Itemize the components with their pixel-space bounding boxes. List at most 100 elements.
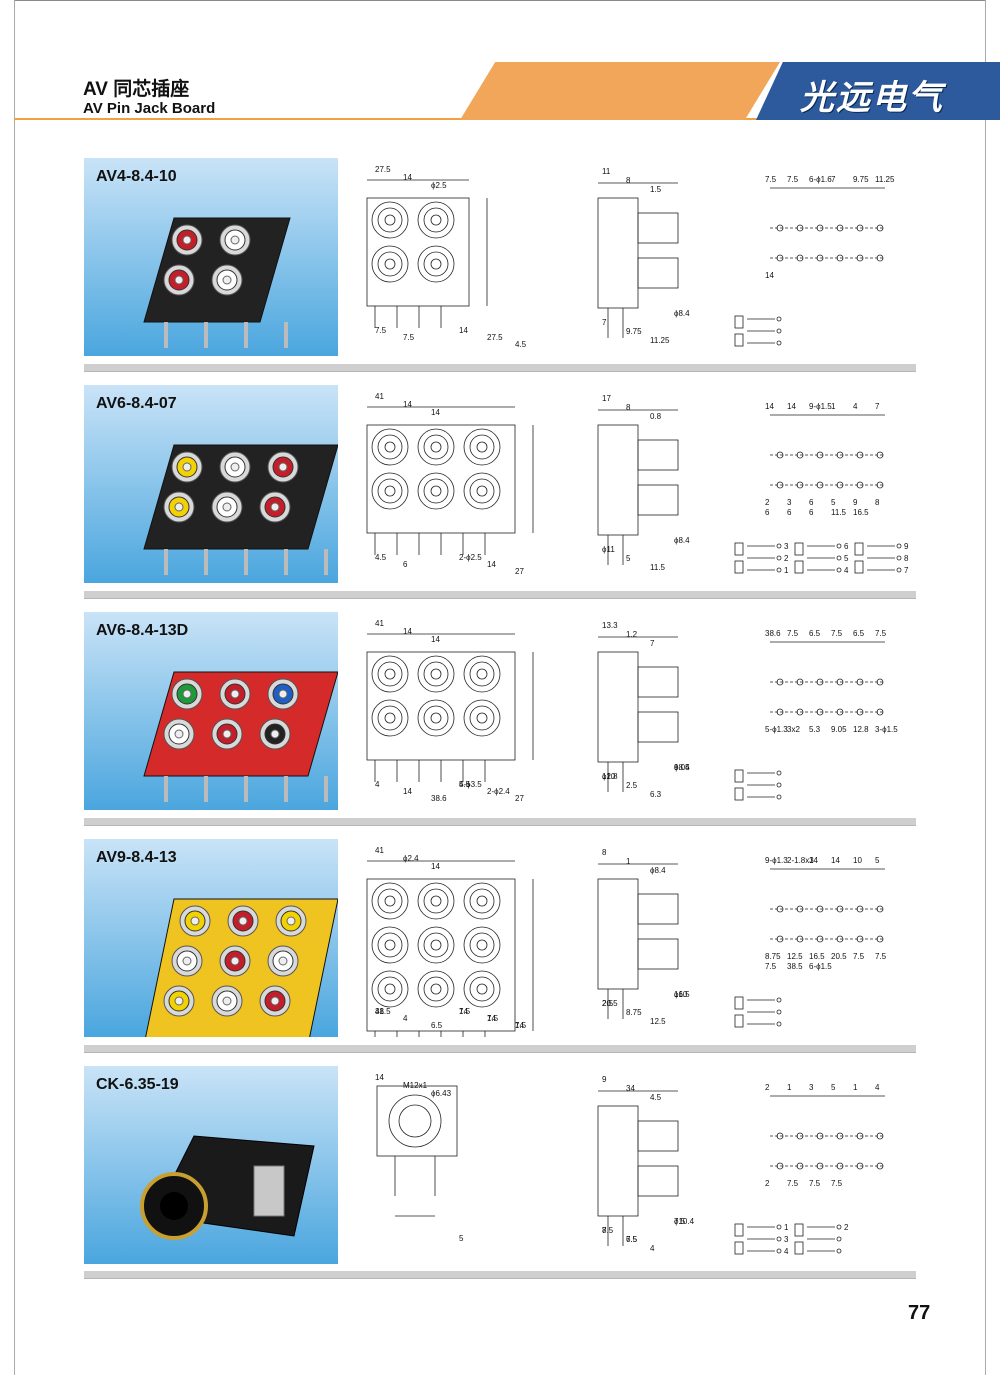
dimension-label: 4	[650, 1244, 655, 1253]
product-model-name: AV6-8.4-13D	[96, 622, 189, 639]
rca-jack-pin	[238, 916, 248, 926]
pcb-hole	[836, 935, 844, 943]
jack-center	[430, 258, 442, 270]
rca-jack-pin	[286, 916, 296, 926]
dimension-label: 12.5	[787, 952, 803, 961]
dimension-label: 8	[626, 176, 631, 185]
pcb-hole	[876, 481, 884, 489]
dimension-label: 7.5	[602, 1226, 614, 1235]
pcb-hole	[816, 481, 824, 489]
dimension-label: 20.5	[831, 952, 847, 961]
pcb-hole	[876, 1162, 884, 1170]
dimension-label: 16.5	[853, 508, 869, 517]
rca-jack-pin	[174, 996, 184, 1006]
dimension-label: 0.8	[650, 412, 662, 421]
jack-outline	[417, 882, 455, 920]
dimension-label: 8	[602, 1226, 607, 1235]
dimension-label: 1	[787, 1083, 792, 1092]
jack-center	[384, 214, 396, 226]
rca-jack-pin	[222, 502, 232, 512]
jack-outline	[463, 970, 501, 1008]
dimension-label: 6.3	[650, 790, 662, 799]
dimension-label: 7	[602, 318, 607, 327]
schematic-pin-number: 7	[904, 566, 909, 575]
row-separator	[84, 818, 916, 826]
dimension-label: 7.5	[626, 1235, 638, 1244]
brand-logo: 光远电气	[800, 78, 944, 118]
schematic-terminal	[836, 567, 842, 573]
dimension-label: ϕ8.4	[674, 536, 690, 545]
rca-jack-pin	[174, 729, 184, 739]
pcb-hole	[816, 224, 824, 232]
pcb-hole	[856, 1162, 864, 1170]
pcb-hole	[836, 1132, 844, 1140]
schematic-terminal	[776, 1224, 782, 1230]
jack-center	[476, 895, 488, 907]
schematic-pin-number: 4	[784, 1247, 789, 1256]
dimension-label: 14	[403, 173, 412, 182]
dimension-label: 4.5	[650, 1093, 662, 1102]
schematic-pin-number: 9	[904, 542, 909, 551]
schematic-contact	[794, 542, 804, 556]
pcb-hole	[776, 451, 784, 459]
catalog-title-en: AV Pin Jack Board	[83, 100, 216, 117]
dimension-label: 6.5	[431, 1021, 443, 1030]
side-jack-barrel	[637, 1165, 679, 1197]
dimension-label: 6	[809, 508, 814, 517]
schematic-contact	[734, 1223, 744, 1237]
pcb-hole	[836, 1162, 844, 1170]
dimension-label: 7.5	[831, 629, 843, 638]
rca-jack-pin	[278, 689, 288, 699]
dimension-label: 7.5	[765, 175, 777, 184]
pcb-hole	[776, 905, 784, 913]
jack-center	[476, 939, 488, 951]
pcb-hole	[856, 224, 864, 232]
dimension-label: 3	[809, 1083, 814, 1092]
jack-center	[430, 441, 442, 453]
dimension-label: 8	[602, 848, 607, 857]
dimension-label: 14	[459, 326, 468, 335]
title-underline	[14, 118, 774, 120]
jack-center	[384, 258, 396, 270]
dimension-label: 7.5	[487, 1014, 499, 1023]
solder-pin	[204, 776, 208, 802]
schematic-terminal	[776, 997, 782, 1003]
schematic-terminal	[836, 555, 842, 561]
jack-bore	[469, 478, 495, 504]
page-frame-left	[14, 0, 15, 1375]
side-housing	[597, 651, 639, 763]
dimension-label: 2-1.8x3	[787, 856, 814, 865]
dimension-label: 2.5	[602, 999, 614, 1008]
dimension-label: 1	[853, 1083, 858, 1092]
schematic-terminal	[776, 1021, 782, 1027]
schematic-contact	[854, 542, 864, 556]
dimension-label: 11.5	[650, 563, 666, 572]
jack-outline	[417, 699, 455, 737]
dimension-label: ϕ2.5	[431, 181, 447, 190]
pcb-hole	[816, 678, 824, 686]
pcb-hole	[796, 708, 804, 716]
jack-outline	[463, 428, 501, 466]
schematic-contact	[734, 1241, 744, 1255]
pcb-hole	[776, 678, 784, 686]
product-photo	[143, 671, 338, 802]
dimension-label: 9.05	[674, 763, 690, 772]
dimension-label: 13.3	[602, 621, 618, 630]
dimension-label: 2.5	[626, 781, 638, 790]
solder-pin	[244, 776, 248, 802]
dimension-label: ϕ10	[674, 990, 688, 999]
pcb-hole	[856, 935, 864, 943]
schematic-contact	[794, 1223, 804, 1237]
side-jack-barrel	[637, 484, 679, 516]
jack-center	[476, 983, 488, 995]
pcb-hole	[816, 905, 824, 913]
pcb-hole	[836, 254, 844, 262]
schematic-terminal	[776, 782, 782, 788]
jack-outline	[417, 201, 455, 239]
jack-center	[384, 485, 396, 497]
dimension-label: ϕ6.43	[431, 1089, 452, 1098]
jack-bore	[469, 661, 495, 687]
page-frame-right	[985, 0, 986, 1375]
pcb-hole	[796, 1132, 804, 1140]
dimension-label: 10	[853, 856, 862, 865]
